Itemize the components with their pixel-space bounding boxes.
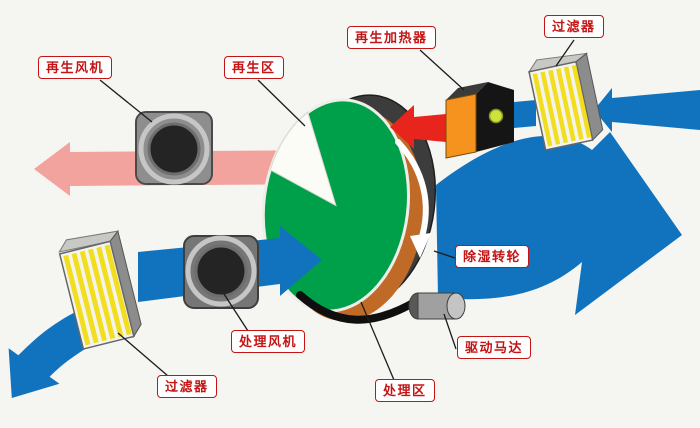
desiccant-wheel bbox=[261, 94, 437, 321]
regen-fan bbox=[135, 111, 213, 185]
drive-belt bbox=[296, 291, 422, 324]
label-regen-fan: 再生风机 bbox=[38, 56, 113, 79]
hot-air-arrow bbox=[390, 105, 446, 149]
label-regen-zone: 再生区 bbox=[224, 56, 284, 79]
label-process-fan: 处理风机 bbox=[231, 330, 306, 353]
regen-air-inlet-arrow bbox=[594, 88, 700, 132]
label-dehumid-rotor: 除湿转轮 bbox=[455, 245, 530, 268]
dry-air-outlet-arrow bbox=[436, 132, 682, 315]
regen-heater bbox=[445, 82, 514, 159]
regen-air-filter bbox=[527, 52, 604, 151]
heater-indicator-light bbox=[488, 108, 504, 124]
regeneration-zone-wedge bbox=[269, 111, 337, 207]
filter-heater-duct bbox=[514, 100, 536, 128]
label-drive-motor: 驱动马达 bbox=[457, 336, 532, 359]
leader-lines bbox=[99, 39, 575, 381]
process-air-filter bbox=[58, 230, 142, 350]
drive-motor bbox=[408, 292, 466, 320]
process-fan bbox=[183, 235, 259, 309]
label-filter-top: 过滤器 bbox=[544, 15, 604, 38]
label-regen-heater: 再生加热器 bbox=[347, 26, 436, 49]
label-filter-bottom: 过滤器 bbox=[157, 375, 217, 398]
rotation-arrow bbox=[395, 139, 431, 258]
label-process-zone: 处理区 bbox=[375, 379, 435, 402]
